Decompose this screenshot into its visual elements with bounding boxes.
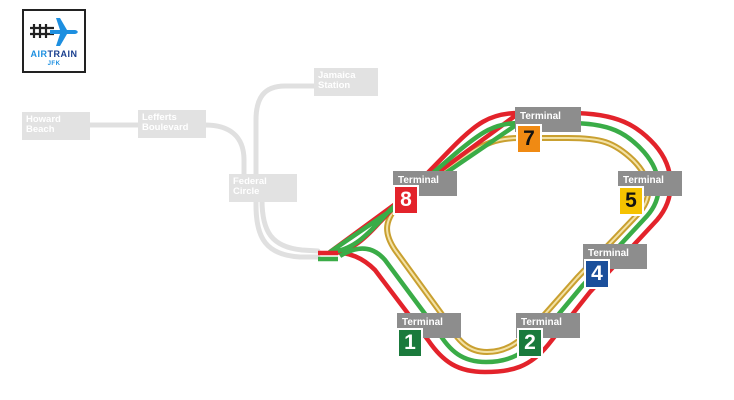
terminal-2: Terminal 2: [516, 313, 580, 359]
terminal-number-badge: 1: [397, 328, 423, 358]
terminal-1: Terminal 1: [397, 313, 461, 359]
terminal-7: Terminal 7: [515, 107, 581, 155]
terminal-label: Terminal: [583, 244, 647, 269]
terminal-number-badge: 8: [393, 185, 419, 215]
logo-subtitle: JFK: [47, 61, 61, 67]
terminal-number-badge: 7: [516, 124, 542, 154]
logo-wordmark: AIRTRAIN: [30, 49, 78, 59]
terminal-number-badge: 4: [584, 259, 610, 289]
terminal-4: Terminal 4: [583, 244, 647, 290]
inactive-track: [87, 83, 321, 260]
airplane-train-icon: [30, 18, 78, 46]
terminal-number-badge: 5: [618, 186, 644, 216]
terminal-8: Terminal 8: [393, 171, 457, 215]
terminal-number-badge: 2: [517, 328, 543, 358]
terminal-5: Terminal 5: [618, 171, 682, 217]
airtrain-logo: AIRTRAIN JFK: [22, 9, 86, 73]
